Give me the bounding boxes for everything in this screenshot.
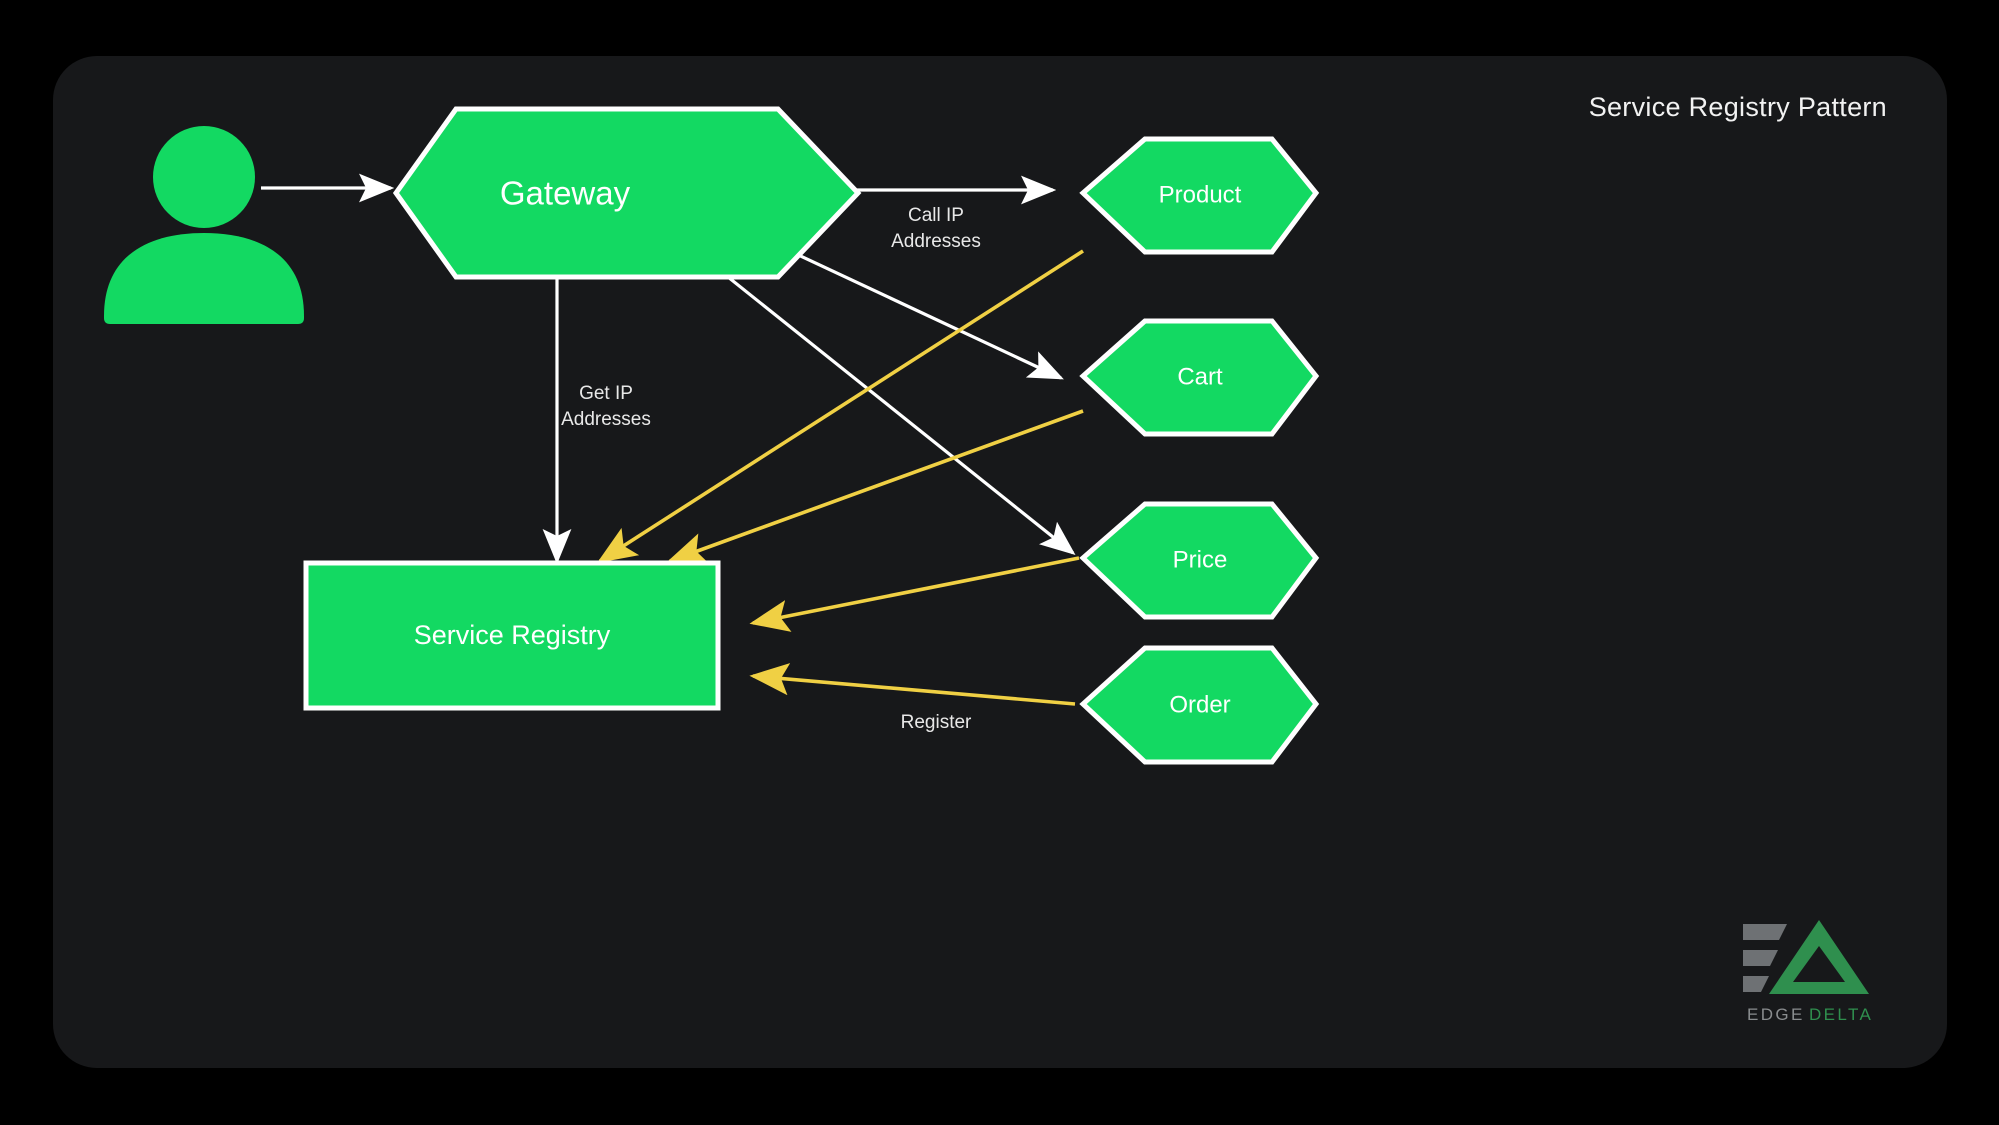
- diagram-card: Service Registry Pattern: [53, 56, 1947, 1068]
- node-service-registry-label: Service Registry: [414, 620, 611, 650]
- edge-price-to-registry: [749, 556, 1080, 632]
- node-gateway[interactable]: Gateway: [392, 106, 862, 280]
- user-icon: [104, 126, 304, 324]
- node-cart[interactable]: Cart: [1079, 318, 1320, 437]
- edge-label-register: Register: [901, 712, 972, 733]
- logo-bars-icon: [1743, 924, 1787, 992]
- edge-label-call-ip-line2: Addresses: [891, 231, 981, 252]
- edge-cart-to-registry: [666, 409, 1084, 564]
- edge-label-get-ip: Get IP Addresses: [561, 383, 651, 430]
- node-gateway-label: Gateway: [500, 175, 631, 212]
- node-order-label: Order: [1169, 691, 1230, 718]
- node-order[interactable]: Order: [1079, 645, 1320, 765]
- edge-label-call-ip: Call IP Addresses: [891, 205, 981, 252]
- edge-delta-logo: EDGE DELTA: [1743, 920, 1873, 1024]
- service-registry-diagram: Gateway Product Cart Price Order: [104, 106, 1320, 765]
- edge-order-to-registry: [749, 662, 1076, 706]
- node-product[interactable]: Product: [1079, 136, 1320, 255]
- edge-label-get-ip-line1: Get IP: [579, 383, 633, 404]
- logo-triangle-icon: [1769, 920, 1869, 994]
- logo-word-edge: EDGE: [1747, 1005, 1805, 1024]
- logo-word-delta: DELTA: [1809, 1005, 1873, 1024]
- page-title: Service Registry Pattern: [1588, 92, 1887, 122]
- node-price-label: Price: [1173, 546, 1228, 573]
- node-cart-label: Cart: [1177, 363, 1223, 390]
- edge-product-to-registry: [596, 249, 1084, 563]
- edge-label-register-text: Register: [901, 712, 972, 733]
- node-product-label: Product: [1159, 181, 1242, 208]
- edge-label-get-ip-line2: Addresses: [561, 409, 651, 430]
- edge-gateway-to-price: [682, 239, 1076, 555]
- node-price[interactable]: Price: [1079, 501, 1320, 620]
- node-service-registry[interactable]: Service Registry: [303, 560, 721, 711]
- edge-label-call-ip-line1: Call IP: [908, 205, 964, 226]
